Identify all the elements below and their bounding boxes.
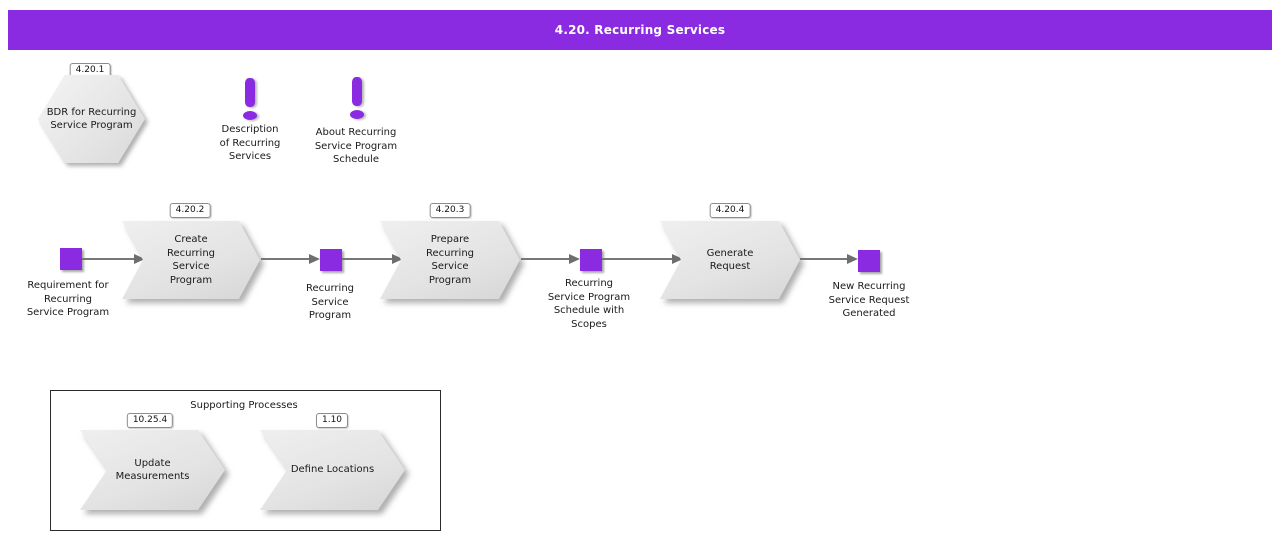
process-id-tag: 4.20.2	[169, 203, 211, 218]
process-chevron-update-measurements[interactable]: Update Measurements	[80, 430, 225, 510]
artifact-label: Requirement for Recurring Service Progra…	[26, 280, 110, 318]
info-note-label: About Recurring Service Program Schedule	[314, 127, 398, 165]
artifact-square	[320, 249, 342, 271]
process-label: Update Measurements	[80, 430, 225, 510]
process-label: Define Locations	[260, 430, 405, 510]
artifact-square	[580, 249, 602, 271]
process-label: Create Recurring Service Program	[122, 221, 260, 299]
info-note-label: Description of Recurring Services	[219, 124, 281, 162]
process-id-tag: 4.20.4	[709, 203, 751, 218]
artifact-label: Recurring Service Program	[306, 283, 354, 321]
artifact-square	[858, 250, 880, 272]
exclamation-icon-dot	[243, 111, 257, 120]
exclamation-icon	[245, 78, 255, 107]
process-chevron-define-locations[interactable]: Define Locations	[260, 430, 405, 510]
flow-arrow-line	[261, 258, 309, 260]
process-chevron-create-recurring-service-program[interactable]: Create Recurring Service Program	[122, 221, 260, 299]
page-title: 4.20. Recurring Services	[554, 23, 726, 37]
flow-arrow-head	[847, 254, 858, 264]
artifact-square	[60, 248, 82, 270]
supporting-processes-title: Supporting Processes	[190, 400, 298, 411]
process-id-tag: 10.25.4	[126, 413, 174, 428]
process-label: Generate Request	[660, 221, 800, 299]
start-event-hexagon[interactable]: BDR for Recurring Service Program	[38, 75, 145, 163]
flow-arrow-head	[392, 254, 403, 264]
process-chevron-prepare-recurring-service-program[interactable]: Prepare Recurring Service Program	[380, 221, 520, 299]
exclamation-icon	[352, 77, 362, 106]
flow-arrow-line	[342, 258, 392, 260]
process-id-tag: 1.10	[315, 413, 349, 428]
artifact-label: New Recurring Service Request Generated	[828, 281, 910, 319]
process-id-tag: 4.20.3	[429, 203, 471, 218]
flow-arrow-line	[800, 258, 847, 260]
flow-arrow-line	[602, 258, 672, 260]
flow-arrow-line	[521, 258, 569, 260]
process-chevron-generate-request[interactable]: Generate Request	[660, 221, 800, 299]
artifact-label: Recurring Service Program Schedule with …	[547, 278, 631, 330]
flow-arrow-head	[672, 254, 683, 264]
flow-arrow-head	[569, 254, 580, 264]
flow-arrow-head	[309, 254, 320, 264]
diagram-title-bar: 4.20. Recurring Services	[8, 10, 1272, 50]
exclamation-icon-dot	[350, 110, 364, 119]
process-label: Prepare Recurring Service Program	[380, 221, 520, 299]
flow-arrow-line	[82, 258, 134, 260]
flow-arrow-head	[134, 254, 145, 264]
start-event-label: BDR for Recurring Service Program	[38, 75, 145, 163]
